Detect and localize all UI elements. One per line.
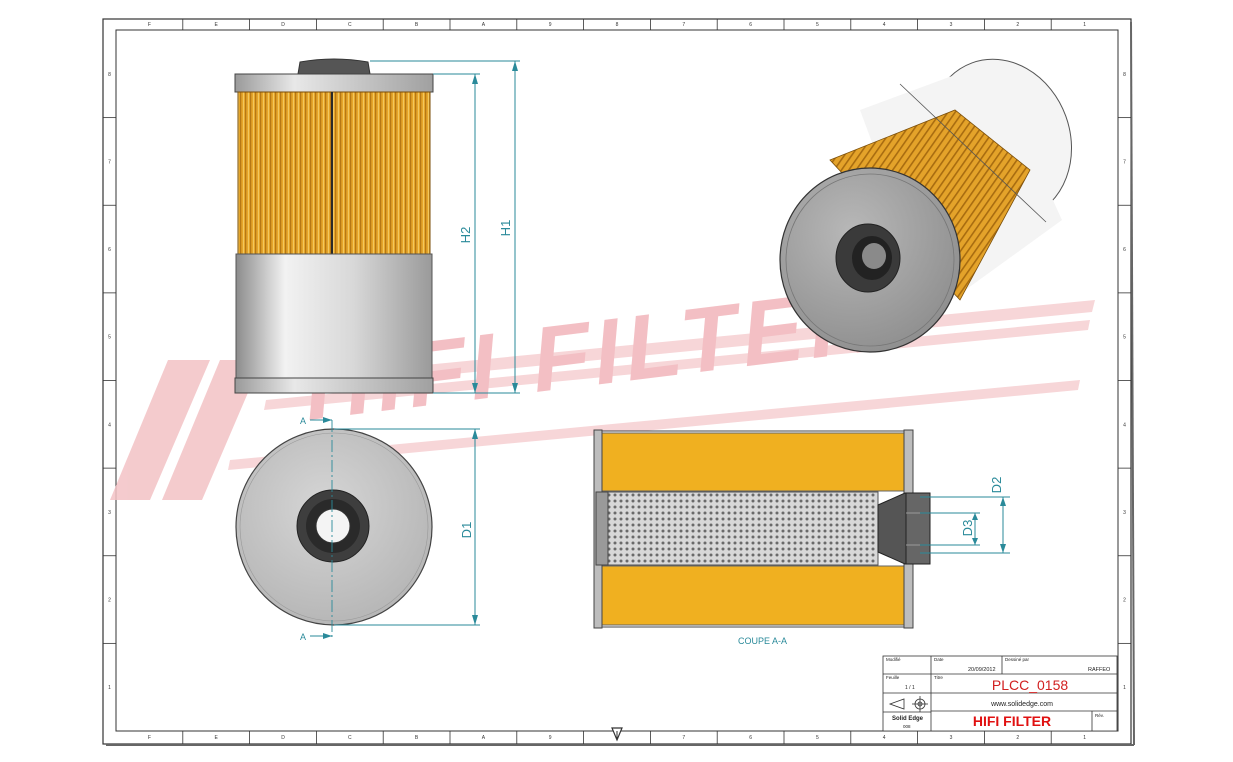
border-label-top: 2 [1016,22,1019,28]
border-label-top: 3 [950,22,953,28]
border-label-bottom: 7 [682,735,685,741]
border-label-top: E [215,22,219,28]
tb-drawn-by-value: RAFFEO [1088,667,1111,673]
section-marker-bottom: A [300,632,306,642]
border-label-left: 3 [108,510,111,516]
border-zone-markers: FFEEDDCCBBAA9988776655443322118877665544… [103,19,1131,744]
title-block [882,655,1118,732]
border-label-top: 8 [616,22,619,28]
dimension-lines-d1 [334,428,480,626]
border-label-right: 6 [1123,247,1126,253]
tb-label-drawn-by: Dessiné par [1005,657,1030,662]
border-label-right: 5 [1123,335,1126,341]
border-label-top: C [348,22,352,28]
border-label-bottom: F [148,735,151,741]
border-label-right: 2 [1123,598,1126,604]
border-label-bottom: 3 [950,735,953,741]
border-label-bottom: 6 [749,735,752,741]
part-number: PLCC_0158 [992,677,1068,693]
tb-sheet-value: 1 / 1 [905,685,915,691]
border-label-top: 9 [549,22,552,28]
border-label-bottom: 2 [1016,735,1019,741]
tb-software: Solid Edge [892,716,924,722]
dimension-lines-height [370,60,520,394]
section-marker-top: A [300,416,306,426]
border-label-top: 4 [883,22,886,28]
border-label-top: 1 [1083,22,1086,28]
border-label-top: D [281,22,285,28]
tb-software-sub: 008 [903,724,911,729]
tb-website: www.solidedge.com [990,701,1053,708]
border-label-top: 5 [816,22,819,28]
tb-label-sheet: Feuille [886,675,900,680]
front-view-filter [234,58,434,394]
border-label-left: 7 [108,159,111,165]
section-view-filter [593,429,931,629]
border-label-bottom: 5 [816,735,819,741]
tb-label-rev: Rév. [1095,713,1104,718]
border-label-bottom: 9 [549,735,552,741]
border-label-left: 1 [108,685,111,691]
tb-label-title: Titre [934,675,943,680]
section-view-label: COUPE A-A [738,636,787,646]
border-label-right: 4 [1123,422,1126,428]
bottom-view-filter [235,428,433,626]
border-label-top: A [482,22,486,28]
border-label-bottom: D [281,735,285,741]
tb-date-value: 20/09/2012 [968,667,996,673]
center-mark-icon [611,727,623,742]
dimension-h2-label: H2 [458,227,473,244]
border-label-top: B [415,22,419,28]
border-label-left: 4 [108,422,111,428]
border-label-left: 6 [108,247,111,253]
border-label-bottom: C [348,735,352,741]
border-label-left: 2 [108,598,111,604]
dimension-h1-label: H1 [498,220,513,237]
border-label-left: 8 [108,72,111,78]
border-label-bottom: E [215,735,219,741]
dimension-lines-d2-d3 [920,496,1010,554]
border-label-left: 5 [108,335,111,341]
border-label-right: 1 [1123,685,1126,691]
border-label-bottom: 4 [883,735,886,741]
dimension-d1-label: D1 [459,522,474,539]
border-label-top: 6 [749,22,752,28]
border-label-bottom: A [482,735,486,741]
border-label-right: 3 [1123,510,1126,516]
border-label-top: F [148,22,151,28]
border-label-top: 7 [682,22,685,28]
dimension-d3-label: D3 [960,520,975,537]
border-label-bottom: B [415,735,419,741]
tb-label-date: Date [934,657,944,662]
isometric-view-filter [779,58,1073,353]
border-label-bottom: 1 [1083,735,1086,741]
tb-label-modified: Modifié [886,657,901,662]
dimension-d2-label: D2 [989,477,1004,494]
border-label-right: 8 [1123,72,1126,78]
company-name: HIFI FILTER [973,713,1051,729]
border-label-right: 7 [1123,159,1126,165]
section-line-a-a [310,417,333,640]
